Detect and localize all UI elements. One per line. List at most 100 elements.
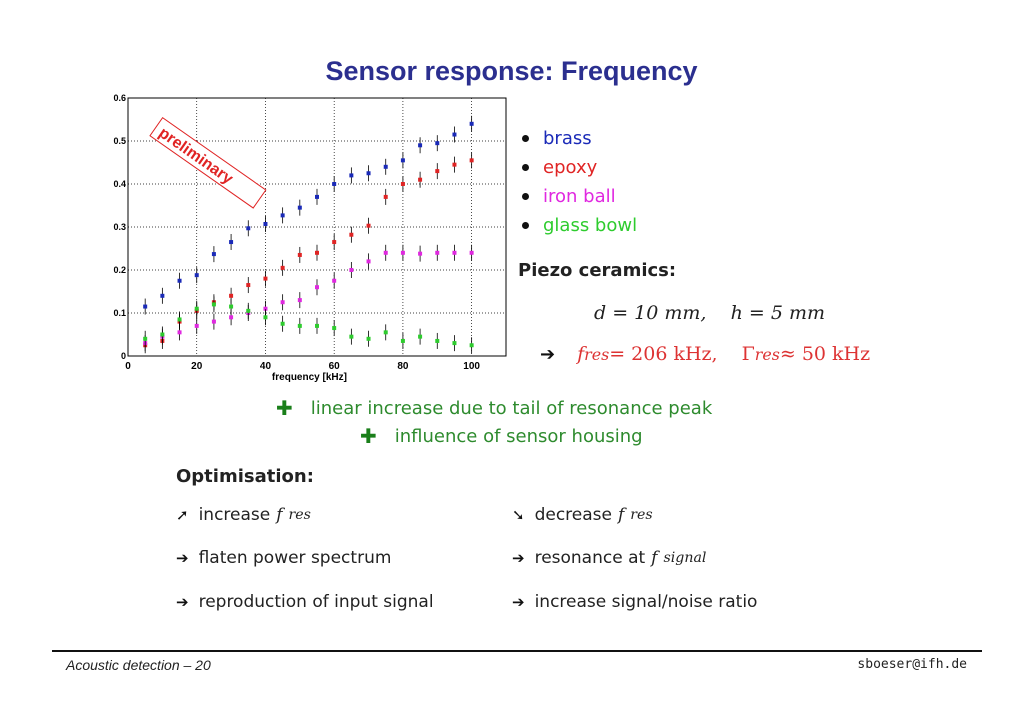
opt-snr: ➔ increase signal/noise ratio — [512, 592, 757, 612]
opt-text: flaten power spectrum — [198, 548, 392, 568]
opt-text: increase — [198, 505, 271, 525]
data-point — [469, 158, 474, 163]
x-tick-label: 100 — [463, 361, 480, 372]
bullet-icon — [522, 135, 529, 142]
opt-flaten: ➔ flaten power spectrum — [176, 548, 391, 568]
data-point — [246, 283, 251, 288]
arrow-up-right-icon: ➚ — [176, 506, 189, 524]
data-point — [400, 182, 405, 186]
data-point — [297, 205, 302, 210]
legend-item-glass-bowl: glass bowl — [522, 211, 637, 240]
data-point — [452, 250, 457, 255]
data-point — [263, 276, 268, 281]
data-point — [366, 259, 371, 264]
legend-item-brass: brass — [522, 124, 637, 153]
legend-label: iron ball — [543, 186, 616, 207]
x-tick-label: 60 — [329, 361, 341, 372]
data-point — [383, 194, 388, 199]
data-point — [366, 336, 371, 341]
chart-legend: brass epoxy iron ball glass bowl — [522, 124, 637, 240]
x-tick-label: 20 — [191, 361, 203, 372]
legend-label: glass bowl — [543, 215, 638, 236]
data-point — [229, 304, 234, 309]
data-point — [400, 158, 405, 163]
data-point — [435, 250, 440, 255]
data-point — [418, 334, 423, 339]
bullet-icon — [522, 164, 529, 171]
legend-item-iron-ball: iron ball — [522, 182, 637, 211]
plus-icon: ✚ — [360, 424, 377, 448]
data-point — [366, 223, 371, 228]
data-point — [435, 141, 440, 146]
fres-value: = 206 kHz, — [609, 343, 718, 365]
data-point — [452, 341, 457, 346]
data-point — [160, 293, 165, 298]
data-point — [280, 265, 285, 270]
note-item: ✚ influence of sensor housing — [360, 424, 643, 448]
data-point — [194, 273, 199, 278]
y-tick-label: 0.3 — [113, 222, 126, 232]
legend-label: brass — [543, 128, 592, 149]
data-point — [315, 250, 319, 255]
opt-text: reproduction of input signal — [198, 592, 434, 612]
y-tick-label: 0 — [121, 351, 126, 361]
x-tick-label: 40 — [260, 361, 272, 372]
y-tick-label: 0.4 — [113, 179, 126, 189]
data-point — [469, 250, 474, 255]
data-point — [332, 182, 337, 186]
data-point — [246, 226, 251, 231]
arrow-right-icon: ➔ — [512, 549, 525, 567]
arrow-right-icon: ➔ — [176, 549, 189, 567]
f-sub: res — [630, 507, 653, 523]
footer-rule — [52, 650, 982, 652]
data-point — [280, 300, 285, 305]
data-point — [383, 164, 388, 169]
x-axis-title: frequency [kHz] — [272, 372, 347, 382]
data-point — [349, 268, 354, 272]
data-point — [315, 323, 319, 328]
data-point — [297, 298, 302, 303]
arrow-down-right-icon: ➘ — [512, 506, 525, 524]
bullet-icon — [522, 193, 529, 200]
data-point — [229, 293, 234, 298]
f-symbol: f — [617, 505, 625, 525]
data-point — [383, 250, 388, 255]
footer-email: sboeser@ifh.de — [857, 657, 967, 672]
data-point — [177, 278, 182, 283]
y-tick-label: 0.6 — [113, 93, 126, 103]
data-point — [211, 319, 216, 324]
data-point — [177, 330, 182, 335]
y-tick-label: 0.5 — [113, 136, 126, 146]
data-point — [315, 285, 319, 290]
data-point — [280, 321, 285, 326]
fres-sub: res — [584, 344, 610, 364]
data-point — [383, 330, 388, 335]
data-point — [400, 250, 405, 255]
data-point — [297, 323, 302, 328]
f-sub: signal — [663, 550, 707, 566]
data-point — [469, 343, 474, 348]
footer-left: Acoustic detection – 20 — [66, 657, 211, 673]
data-point — [452, 132, 457, 137]
data-point — [194, 323, 199, 328]
f-sub: res — [288, 507, 311, 523]
plus-icon: ✚ — [276, 396, 293, 420]
gamma-value: ≈ 50 kHz — [779, 343, 871, 365]
opt-text: resonance at — [534, 548, 646, 568]
data-point — [263, 306, 268, 311]
note-text: influence of sensor housing — [394, 425, 643, 447]
data-point — [349, 173, 354, 178]
f-symbol: f — [651, 548, 658, 568]
optimisation-heading: Optimisation: — [176, 466, 314, 487]
data-point — [315, 194, 319, 199]
data-point — [246, 308, 251, 313]
opt-text: increase signal/noise ratio — [534, 592, 758, 612]
arrow-right-icon: ➔ — [176, 593, 189, 611]
note-item: ✚linear increase due to tail of resonanc… — [276, 396, 712, 420]
bullet-icon — [522, 222, 529, 229]
opt-reproduction: ➔ reproduction of input signal — [176, 592, 434, 612]
